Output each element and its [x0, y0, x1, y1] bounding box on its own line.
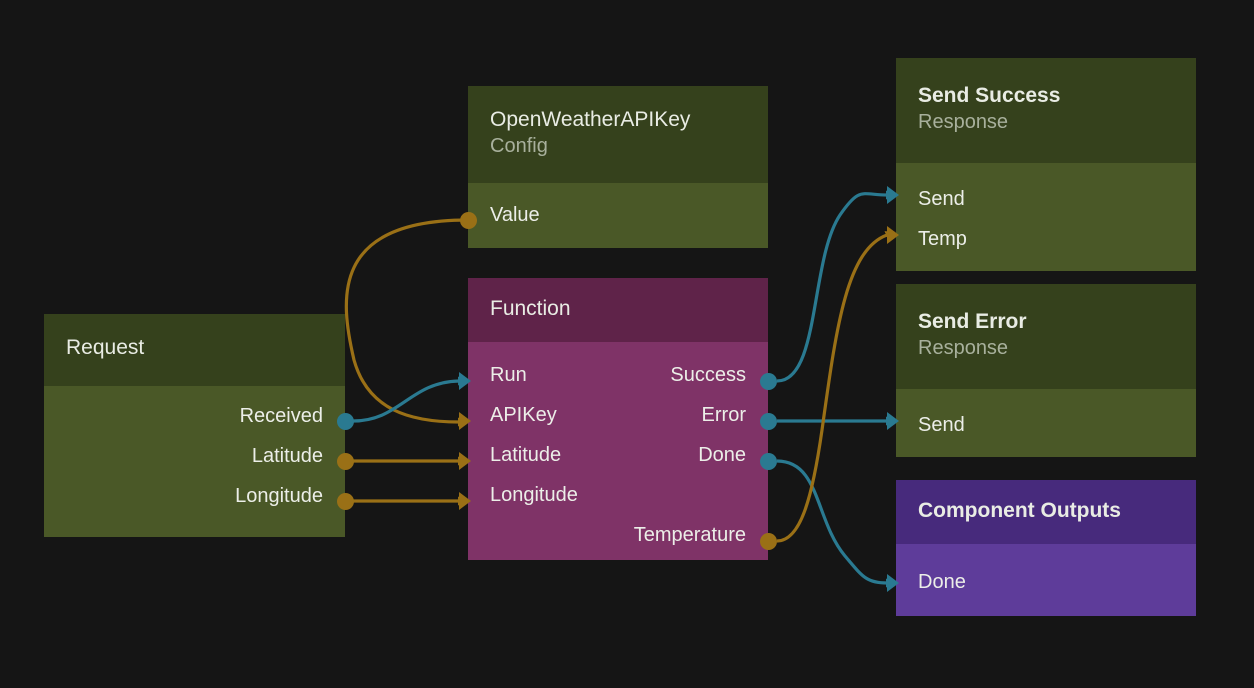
wire-request-received-to-function-run [352, 376, 468, 423]
port-arrow-send-error-send[interactable] [887, 412, 899, 430]
port-arrow-send-success-temp[interactable] [887, 226, 899, 244]
port-request-longitude-label: Longitude [235, 485, 323, 507]
port-arrow-component-outputs-done[interactable] [887, 574, 899, 592]
port-dot-function-success[interactable] [760, 373, 777, 390]
port-dot-config-value[interactable] [460, 212, 477, 229]
node-function-title: Function [490, 297, 571, 320]
node-component-outputs-title: Component Outputs [918, 499, 1121, 522]
port-function-run[interactable]: Run [468, 355, 578, 395]
node-component-outputs-body: Done [896, 544, 1196, 616]
node-send-success-body: Send Temp [896, 163, 1196, 271]
node-component-outputs[interactable]: Component Outputs Done [896, 480, 1196, 616]
port-send-success-send[interactable]: Send [896, 179, 1196, 219]
port-send-error-send[interactable]: Send [896, 405, 1196, 445]
port-send-success-send-label: Send [918, 188, 965, 210]
port-arrow-function-apikey[interactable] [459, 412, 471, 430]
node-send-success-title: Send Success [918, 84, 1061, 107]
node-config[interactable]: OpenWeatherAPIKey Config Value [468, 86, 768, 248]
port-config-value[interactable]: Value [468, 195, 768, 235]
node-request-body: Received Latitude Longitude [44, 386, 345, 537]
port-function-run-label: Run [490, 364, 527, 386]
function-input-column: Run APIKey Latitude Longitude [468, 355, 578, 515]
port-arrow-send-success-send[interactable] [887, 186, 899, 204]
port-dot-request-latitude[interactable] [337, 453, 354, 470]
node-send-error-body: Send [896, 389, 1196, 457]
port-arrow-function-run[interactable] [459, 372, 471, 390]
node-function[interactable]: Function Run APIKey Latitude Longitude [468, 278, 768, 560]
wire-function-success-to-sendsuccess-send [776, 190, 896, 383]
port-dot-request-longitude[interactable] [337, 493, 354, 510]
port-request-latitude-label: Latitude [251, 445, 323, 467]
node-request-header[interactable]: Request [44, 314, 345, 386]
node-send-success[interactable]: Send Success Response Send Temp [896, 58, 1196, 271]
port-function-latitude[interactable]: Latitude [468, 435, 578, 475]
port-request-longitude[interactable]: Longitude [44, 476, 345, 516]
node-component-outputs-header[interactable]: Component Outputs [896, 480, 1196, 544]
node-request-title: Request [66, 336, 145, 359]
port-function-temperature-spacer [634, 475, 768, 515]
node-config-subtitle: Config [490, 135, 548, 157]
port-function-done-label: Done [698, 444, 746, 466]
node-config-header[interactable]: OpenWeatherAPIKey Config [468, 86, 768, 183]
node-config-body: Value [468, 183, 768, 248]
port-request-received-label: Received [239, 405, 323, 427]
port-request-latitude[interactable]: Latitude [44, 436, 345, 476]
node-request[interactable]: Request Received Latitude Longitude [44, 314, 345, 537]
node-send-error-header[interactable]: Send Error Response [896, 284, 1196, 389]
port-arrow-function-longitude[interactable] [459, 492, 471, 510]
port-function-longitude[interactable]: Longitude [468, 475, 578, 515]
port-component-outputs-done[interactable]: Done [896, 562, 1196, 602]
port-send-success-temp[interactable]: Temp [896, 219, 1196, 259]
port-dot-function-done[interactable] [760, 453, 777, 470]
node-send-error[interactable]: Send Error Response Send [896, 284, 1196, 457]
node-send-success-subtitle: Response [918, 111, 1009, 133]
port-send-success-temp-label: Temp [918, 228, 967, 250]
node-function-body: Run APIKey Latitude Longitude Success [468, 342, 768, 560]
port-function-temperature[interactable]: Temperature [634, 515, 768, 555]
port-dot-function-temperature[interactable] [760, 533, 777, 550]
wire-config-value-to-function-apikey [344, 218, 469, 427]
port-function-error[interactable]: Error [634, 395, 768, 435]
port-function-error-label: Error [701, 404, 746, 426]
port-function-longitude-label: Longitude [490, 484, 578, 506]
node-send-success-header[interactable]: Send Success Response [896, 58, 1196, 163]
port-send-error-send-label: Send [918, 414, 965, 436]
port-component-outputs-done-label: Done [918, 571, 966, 593]
port-arrow-function-latitude[interactable] [459, 452, 471, 470]
port-dot-function-error[interactable] [760, 413, 777, 430]
port-function-success[interactable]: Success [634, 355, 768, 395]
port-function-apikey-label: APIKey [490, 404, 557, 426]
node-config-title: OpenWeatherAPIKey [490, 108, 691, 131]
port-function-apikey[interactable]: APIKey [468, 395, 578, 435]
port-function-temperature-label: Temperature [633, 524, 746, 546]
node-send-error-title: Send Error [918, 310, 1027, 333]
node-send-error-subtitle: Response [918, 337, 1009, 359]
node-function-header[interactable]: Function [468, 278, 768, 342]
port-function-success-label: Success [670, 364, 746, 386]
port-request-received[interactable]: Received [44, 396, 345, 436]
wire-function-temperature-to-sendsuccess-temp [776, 231, 896, 543]
wire-function-done-to-componentoutputs-done [776, 459, 896, 588]
function-output-column: Success Error Done Temperature [634, 355, 768, 555]
port-config-value-label: Value [490, 204, 540, 226]
port-function-done[interactable]: Done [634, 435, 768, 475]
port-function-latitude-label: Latitude [490, 444, 562, 466]
port-dot-request-received[interactable] [337, 413, 354, 430]
